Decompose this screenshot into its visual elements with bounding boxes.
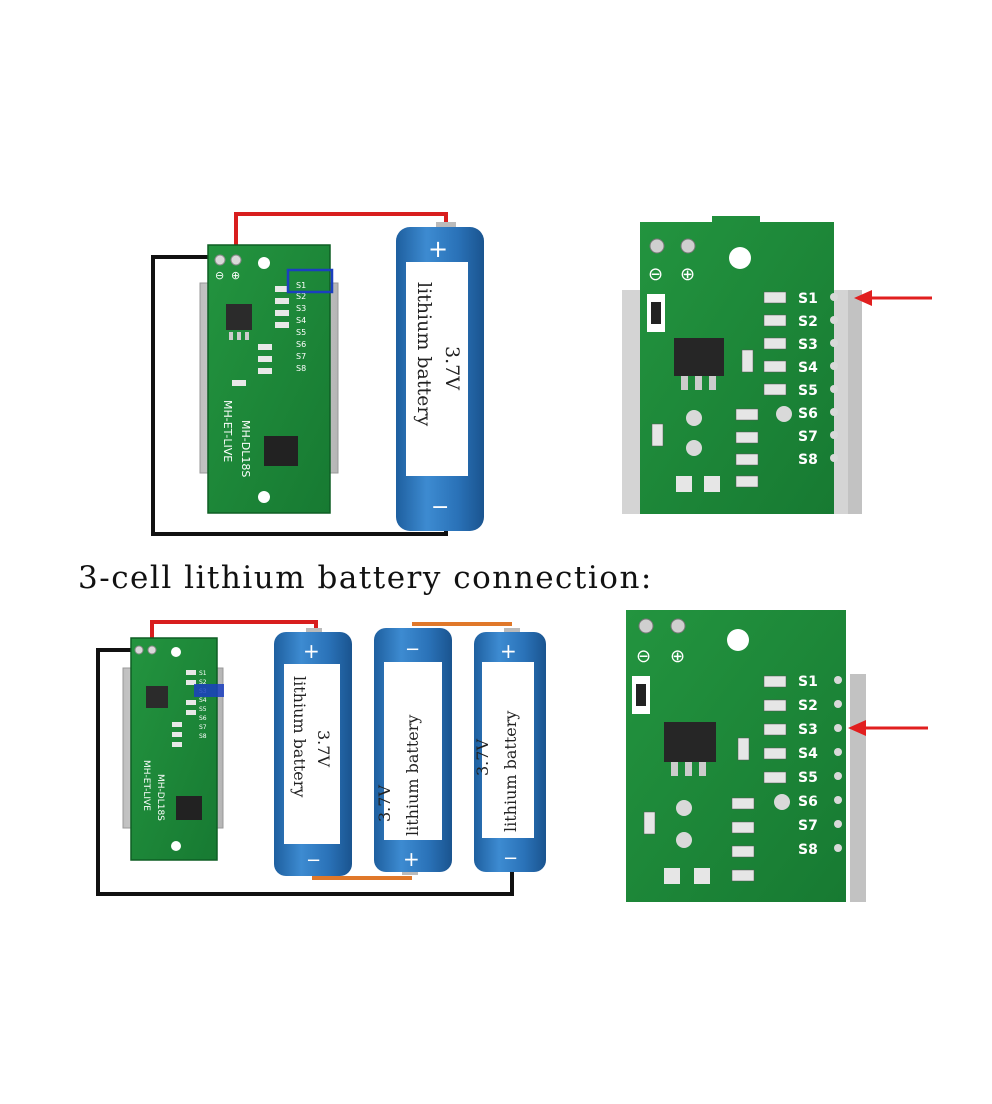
pad-label: S2 bbox=[199, 679, 207, 686]
mount-hole bbox=[258, 257, 270, 269]
pad-label: S2 bbox=[296, 292, 306, 301]
pad-label: S8 bbox=[798, 452, 818, 468]
terminal-minus-label: ⊖ bbox=[648, 264, 663, 285]
battery-cell: + − 3.7V lithium battery bbox=[473, 628, 546, 872]
battery-minus-sign: − bbox=[503, 848, 518, 869]
pad-label: S7 bbox=[199, 724, 207, 731]
highlight-box bbox=[194, 684, 224, 697]
terminal-plus-label: ⊕ bbox=[670, 646, 685, 667]
ic-chip bbox=[264, 436, 298, 466]
model-label: MH-DL18S bbox=[239, 420, 252, 477]
single-cell-wiring: ⊖ ⊕ S1 S2 S3 S4 S5 S6 bbox=[151, 212, 484, 536]
pad-label: S5 bbox=[199, 706, 207, 713]
pad-label: S5 bbox=[798, 770, 818, 786]
pcb-board-small: ⊖ ⊕ S1 S2 S3 S4 S5 S6 bbox=[207, 244, 334, 514]
pad-label: S3 bbox=[296, 304, 306, 313]
pad-label: S6 bbox=[199, 715, 207, 722]
pad-label: S1 bbox=[296, 281, 306, 290]
black-wire bbox=[96, 648, 514, 896]
red-wire bbox=[150, 620, 318, 650]
pad-label: S6 bbox=[798, 406, 818, 422]
battery-plus-sign: + bbox=[500, 639, 517, 663]
pad-label: S7 bbox=[798, 429, 818, 445]
arrow-icon bbox=[854, 290, 932, 306]
mount-hole bbox=[258, 491, 270, 503]
arrow-icon bbox=[848, 720, 928, 736]
battery-cell: + − 3.7V lithium battery bbox=[274, 628, 352, 876]
battery-voltage: 3.7V bbox=[473, 739, 492, 776]
pad-label: S2 bbox=[798, 314, 818, 330]
battery-label-panel bbox=[384, 662, 442, 840]
model-label: MH-ET-LIVE bbox=[141, 760, 151, 811]
battery-plus-sign: + bbox=[403, 847, 420, 871]
pad-label: S7 bbox=[296, 352, 306, 361]
pad-label: S4 bbox=[798, 360, 818, 376]
mount-hole bbox=[727, 629, 749, 651]
battery-voltage: 3.7V bbox=[441, 346, 463, 390]
battery-voltage: 3.7V bbox=[375, 785, 394, 822]
pad-label: S2 bbox=[798, 698, 818, 714]
pad-label: S8 bbox=[296, 364, 306, 373]
pcb-board-small: S1 S2 S3 S4 S5 S6 S7 S8 MH-ET-LIVE MH-DL… bbox=[130, 637, 224, 861]
highlight-box bbox=[286, 268, 334, 294]
battery-label: lithium battery bbox=[290, 676, 309, 797]
voltage-regulator bbox=[226, 304, 252, 330]
voltage-regulator bbox=[674, 338, 724, 376]
pad-label: S3 bbox=[798, 337, 818, 353]
terminal-minus-label: ⊖ bbox=[215, 269, 224, 282]
terminal-plus-label: ⊕ bbox=[680, 264, 695, 285]
terminal-plus-label: ⊕ bbox=[231, 269, 240, 282]
pad-label: S8 bbox=[798, 842, 818, 858]
pad-label: S6 bbox=[798, 794, 818, 810]
battery-cell: − + 3.7V lithium battery bbox=[374, 628, 452, 875]
pad-label: S5 bbox=[798, 383, 818, 399]
detail-board-bottom: ⊖ ⊕ S1 S2 S3 S4 S5 S6 S7 S8 bbox=[626, 610, 928, 902]
battery-voltage: 3.7V bbox=[314, 730, 333, 767]
mount-hole bbox=[171, 647, 181, 657]
model-label: MH-DL18S bbox=[155, 774, 165, 821]
battery-label: lithium battery bbox=[403, 715, 422, 836]
battery-label-panel bbox=[406, 262, 468, 476]
ic-chip bbox=[176, 796, 202, 820]
battery-minus-sign: − bbox=[405, 639, 420, 660]
battery-minus-sign: − bbox=[431, 495, 449, 520]
pad-label: S3 bbox=[798, 722, 818, 738]
pad-label: S8 bbox=[199, 733, 207, 740]
voltage-regulator bbox=[664, 722, 716, 762]
battery-label: lithium battery bbox=[413, 282, 435, 426]
pad-label: S4 bbox=[798, 746, 818, 762]
battery-plus-sign: + bbox=[428, 235, 448, 263]
three-cell-wiring: S1 S2 S3 S4 S5 S6 S7 S8 MH-ET-LIVE MH-DL… bbox=[96, 620, 546, 896]
battery-label-panel bbox=[482, 662, 534, 838]
pad-label: S1 bbox=[199, 670, 207, 677]
battery-label-panel bbox=[284, 664, 340, 844]
model-label: MH-ET-LIVE bbox=[221, 400, 234, 462]
voltage-regulator bbox=[146, 686, 168, 708]
battery-minus-sign: − bbox=[306, 850, 321, 871]
pad-label: S1 bbox=[798, 674, 818, 690]
terminal-minus-label: ⊖ bbox=[636, 646, 651, 667]
pad-label: S7 bbox=[798, 818, 818, 834]
pad-label: S5 bbox=[296, 328, 306, 337]
pad-label: S1 bbox=[798, 291, 818, 307]
battery-label: lithium battery bbox=[501, 711, 520, 832]
pad-label: S6 bbox=[296, 340, 306, 349]
mount-hole bbox=[171, 841, 181, 851]
detail-board-top: ⊖ ⊕ S1 S2 S3 S4 S5 S6 S7 S8 bbox=[622, 216, 932, 514]
red-wire bbox=[234, 212, 448, 260]
mount-hole bbox=[729, 247, 751, 269]
pad-label: S4 bbox=[296, 316, 306, 325]
battery-cell: + − 3.7V lithium battery bbox=[396, 222, 484, 531]
section-caption: 3-cell lithium battery connection: bbox=[78, 560, 653, 596]
pad-label: S4 bbox=[199, 697, 207, 704]
battery-plus-sign: + bbox=[303, 639, 320, 663]
